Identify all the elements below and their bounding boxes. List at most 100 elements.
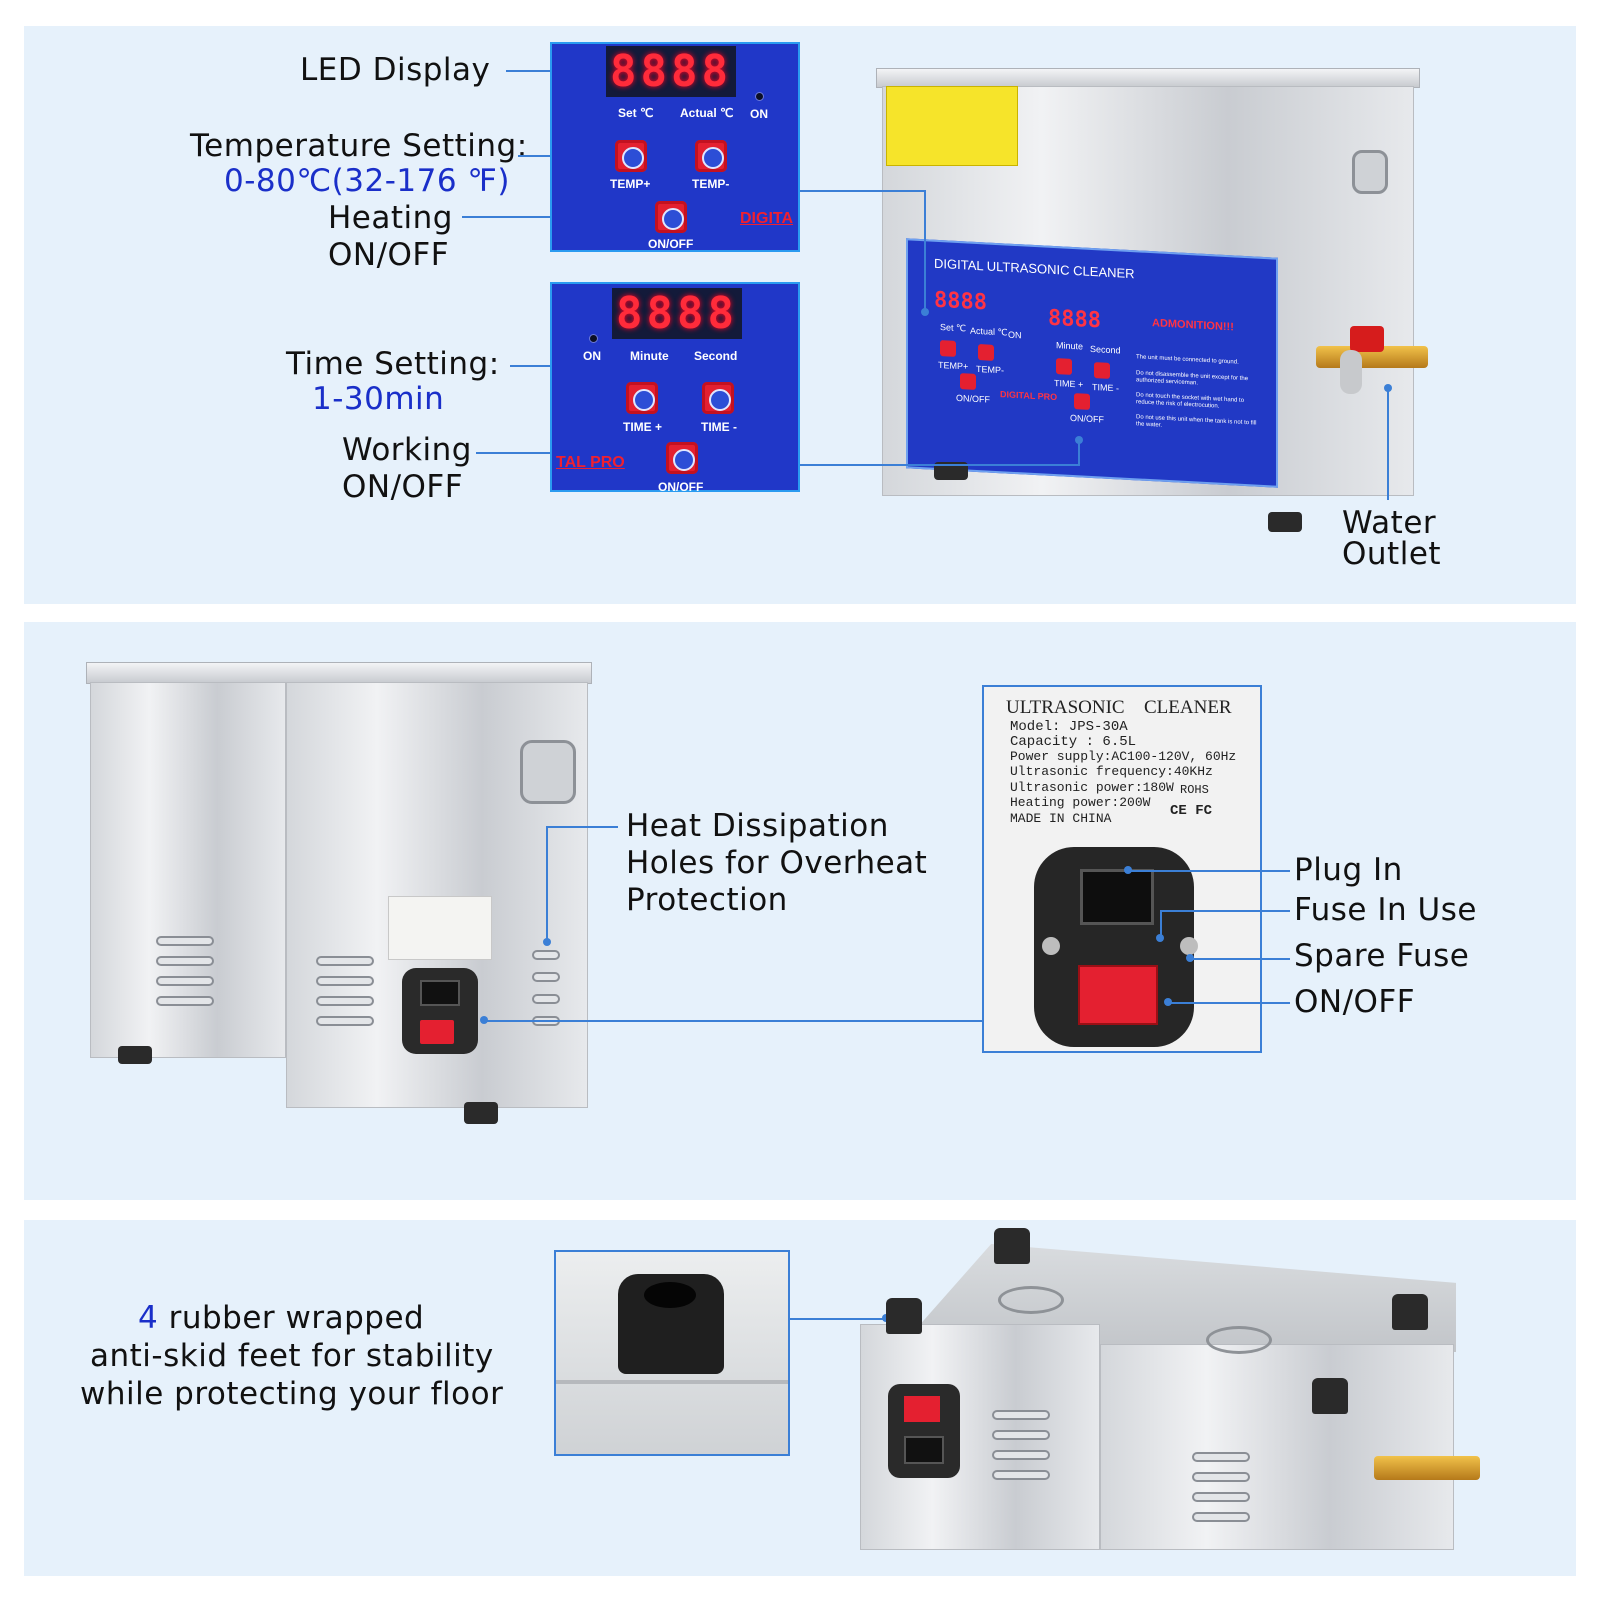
bottom-power-switch[interactable] bbox=[904, 1396, 940, 1422]
end-vent-slot-1 bbox=[532, 950, 560, 960]
device-heating-onoff-button[interactable] bbox=[960, 373, 976, 390]
panel-to-device-leader-bottom-v bbox=[1078, 440, 1080, 466]
bottom-back-vent-4 bbox=[1192, 1512, 1250, 1522]
bottom-side-vent-1 bbox=[992, 1410, 1050, 1420]
rubber-foot-1 bbox=[994, 1228, 1030, 1264]
device-brand-label: DIGITAL PRO bbox=[1000, 389, 1058, 403]
rubber-foot-2 bbox=[886, 1298, 922, 1334]
spare-fuse-label: Spare Fuse bbox=[1294, 938, 1470, 974]
time-led-display: 8888 bbox=[612, 288, 742, 339]
heat-holes-label-line2: Holes for Overheat bbox=[626, 845, 928, 881]
device-time-plus-button[interactable] bbox=[1056, 358, 1072, 375]
heating-onoff-button[interactable] bbox=[655, 201, 687, 233]
device-actual-label: Actual ℃ bbox=[970, 325, 1008, 338]
temperature-panel-inset: 8888 Set ℃ Actual ℃ ON TEMP+ TEMP- ON/OF… bbox=[550, 42, 800, 252]
spare-fuse-leader bbox=[1190, 958, 1290, 960]
spec-rohs: ROHS bbox=[1180, 783, 1209, 797]
bottom-power-socket[interactable] bbox=[904, 1436, 944, 1464]
device-temp-display: 8888 bbox=[934, 287, 987, 316]
water-outlet-label-line2: Outlet bbox=[1342, 536, 1442, 572]
rear-power-socket[interactable] bbox=[420, 980, 460, 1006]
end-vent-slot-2 bbox=[532, 972, 560, 982]
device-minute-label: Minute bbox=[1056, 340, 1084, 352]
rear-spec-label-small bbox=[388, 896, 492, 960]
plug-in-label: Plug In bbox=[1294, 852, 1403, 888]
valve-coupling bbox=[1340, 350, 1362, 394]
plug-in-leader bbox=[1128, 870, 1290, 872]
spec-ultrasonic-power: Ultrasonic power:180W bbox=[1010, 780, 1174, 795]
bottom-vent-grille-1 bbox=[998, 1286, 1064, 1314]
working-indicator-light bbox=[589, 334, 598, 343]
working-onoff-label-line2: ON/OFF bbox=[342, 469, 464, 505]
time-minus-button[interactable] bbox=[702, 382, 734, 414]
time-plus-label: TIME + bbox=[623, 420, 663, 434]
working-on-label: ON bbox=[583, 349, 601, 363]
end-vent-slot-3 bbox=[532, 994, 560, 1004]
back-vent-slot-2 bbox=[316, 976, 374, 986]
bottom-side-vent-4 bbox=[992, 1470, 1050, 1480]
side-vent-slot-2 bbox=[156, 956, 214, 966]
power-module-zoom-leader bbox=[484, 1020, 982, 1022]
fuse-in-use-marker bbox=[1156, 934, 1164, 942]
feet-caption-line1: 4 rubber wrapped bbox=[138, 1300, 424, 1337]
power-module-zoom-box: ULTRASONIC CLEANER Model: JPS-30A Capaci… bbox=[982, 685, 1262, 1053]
switch-onoff-leader bbox=[1168, 1002, 1290, 1004]
upside-down-tank-back bbox=[1100, 1344, 1454, 1550]
rear-side-handle bbox=[520, 740, 576, 804]
zoom-power-switch[interactable] bbox=[1078, 965, 1158, 1025]
tank-foot-front-left bbox=[934, 462, 968, 480]
brand-text-fragment-2: TAL PRO bbox=[556, 454, 625, 471]
fuse-in-use-leader-v bbox=[1160, 910, 1162, 938]
bottom-water-valve[interactable] bbox=[1374, 1456, 1480, 1480]
device-heating-onoff-label: ON/OFF bbox=[956, 392, 990, 405]
panel-to-device-marker-top bbox=[921, 308, 929, 316]
device-warning-4: Do not use this unit when the tank is no… bbox=[1136, 414, 1257, 429]
water-outlet-marker bbox=[1384, 384, 1392, 392]
foot-zoom-box bbox=[554, 1250, 790, 1456]
device-temp-plus-button[interactable] bbox=[940, 340, 956, 357]
heat-holes-marker bbox=[543, 938, 551, 946]
panel-to-device-leader-bottom-h bbox=[800, 464, 1080, 466]
zoom-foot-hole bbox=[644, 1282, 696, 1308]
fuse-in-use-label: Fuse In Use bbox=[1294, 892, 1477, 928]
temperature-led-display: 8888 bbox=[606, 46, 736, 97]
temp-plus-button[interactable] bbox=[615, 140, 647, 172]
heating-onoff-label-line1: Heating bbox=[328, 200, 453, 236]
bottom-side-vent-2 bbox=[992, 1430, 1050, 1440]
zoom-tank-edge bbox=[556, 1380, 788, 1384]
bottom-back-vent-1 bbox=[1192, 1452, 1250, 1462]
spec-made-in: MADE IN CHINA bbox=[1010, 811, 1112, 826]
minute-label: Minute bbox=[630, 349, 669, 363]
back-vent-slot-1 bbox=[316, 956, 374, 966]
bottom-vent-grille-2 bbox=[1206, 1326, 1272, 1354]
rear-foot-left bbox=[118, 1046, 152, 1064]
feet-caption-line2: anti-skid feet for stability bbox=[90, 1338, 494, 1374]
rear-power-switch[interactable] bbox=[420, 1020, 454, 1044]
heat-holes-label-line3: Protection bbox=[626, 882, 788, 918]
foot-zoom-leader bbox=[790, 1318, 886, 1320]
device-second-label: Second bbox=[1090, 343, 1121, 356]
time-minus-label: TIME - bbox=[701, 420, 737, 434]
zoom-power-plug-socket[interactable] bbox=[1080, 869, 1154, 925]
working-onoff-button[interactable] bbox=[666, 442, 698, 474]
working-onoff-button-label: ON/OFF bbox=[658, 480, 704, 494]
device-time-minus-button[interactable] bbox=[1094, 362, 1110, 379]
device-temp-minus-button[interactable] bbox=[978, 344, 994, 361]
bottom-back-vent-2 bbox=[1192, 1472, 1250, 1482]
time-plus-button[interactable] bbox=[626, 382, 658, 414]
device-set-label: Set ℃ bbox=[940, 322, 967, 334]
valve-handle[interactable] bbox=[1350, 326, 1384, 352]
feet-caption-line3: while protecting your floor bbox=[80, 1376, 504, 1412]
time-panel-inset: 8888 ON Minute Second TIME + TIME - ON/O… bbox=[550, 282, 800, 494]
water-outlet-leader bbox=[1387, 388, 1389, 500]
zoom-screw-right bbox=[1180, 937, 1198, 955]
spec-title-right: CLEANER bbox=[1144, 697, 1232, 718]
temp-minus-button[interactable] bbox=[695, 140, 727, 172]
device-working-onoff-button[interactable] bbox=[1074, 393, 1090, 410]
rubber-foot-3 bbox=[1392, 1294, 1428, 1330]
device-on-label: ON bbox=[1008, 329, 1022, 341]
tank-rim bbox=[876, 68, 1420, 88]
heating-onoff-button-label: ON/OFF bbox=[648, 237, 694, 251]
spec-heating-power: Heating power:200W bbox=[1010, 795, 1151, 810]
spec-power-supply: Power supply:AC100-120V, 60Hz bbox=[1010, 749, 1237, 764]
